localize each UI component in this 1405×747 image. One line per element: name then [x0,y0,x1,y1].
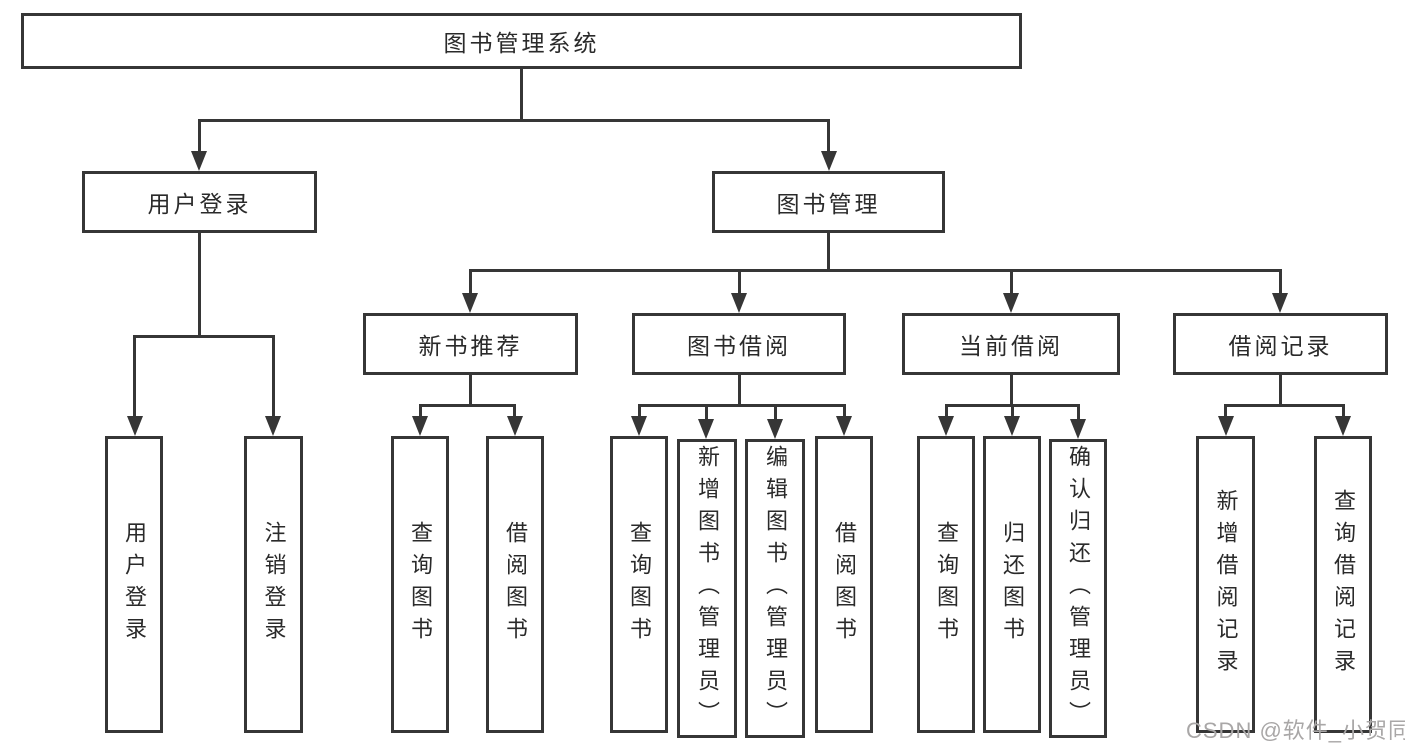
connector-current-drop-3 [1077,404,1080,420]
leaf-recommend-query-books: 查询图书 [391,436,449,733]
connector-root-drop-2 [827,119,830,152]
connector-recommend-rail [419,404,516,407]
csdn-watermark: CSDN @软件_小贺同学 [1186,718,1405,743]
arrow-book-management-icon [821,151,837,171]
node-borrowing-records: 借阅记录 [1173,313,1388,375]
arrow-new-book-recommend-icon [462,293,478,313]
connector-records-drop-2 [1342,404,1345,417]
arrow-user-login-icon [191,151,207,171]
leaf-records-add-record: 新增借阅记录 [1196,436,1255,733]
arrow-borrowing-edit-icon [767,419,783,439]
arrow-recommend-query-icon [412,416,428,436]
connector-recommend-drop-1 [419,404,422,417]
connector-bm-drop-2 [738,269,741,295]
connector-recommend-stem [469,375,472,404]
connector-root-stem [520,69,523,119]
node-new-book-recommend: 新书推荐 [363,313,578,375]
leaf-recommend-borrow-books: 借阅图书 [486,436,544,733]
connector-book-management-rail [469,269,1281,272]
arrow-current-confirm-icon [1070,419,1086,439]
leaf-user-login: 用户登录 [105,436,163,733]
leaf-current-confirm-return: 确认归还（管理员） [1049,439,1107,738]
connector-user-login-drop-1 [133,335,136,418]
connector-borrowing-drop-4 [843,404,846,417]
connector-bm-drop-4 [1279,269,1282,295]
connector-borrowing-drop-1 [638,404,641,417]
connector-recommend-drop-2 [513,404,516,417]
arrow-recommend-borrow-icon [507,416,523,436]
connector-records-stem [1279,375,1282,404]
connector-records-drop-1 [1224,404,1227,417]
arrow-borrowing-borrow-icon [836,416,852,436]
leaf-current-return-books: 归还图书 [983,436,1041,733]
leaf-borrowing-add-books: 新增图书（管理员） [677,439,737,738]
connector-bm-drop-1 [469,269,472,295]
leaf-logout: 注销登录 [244,436,303,733]
connector-borrowing-rail [638,404,846,407]
leaf-records-query-record: 查询借阅记录 [1314,436,1372,733]
connector-records-rail [1224,404,1345,407]
connector-current-drop-1 [945,404,948,417]
connector-root-drop-1 [198,119,201,152]
leaf-borrowing-query-books: 查询图书 [610,436,668,733]
leaf-current-query-books: 查询图书 [917,436,975,733]
leaf-borrowing-edit-books: 编辑图书（管理员） [745,439,805,738]
arrow-current-query-icon [938,416,954,436]
connector-borrowing-drop-3 [774,404,777,420]
arrow-records-add-icon [1218,416,1234,436]
leaf-borrowing-borrow-books: 借阅图书 [815,436,873,733]
connector-user-login-drop-2 [272,335,275,418]
arrow-current-return-icon [1004,416,1020,436]
arrow-borrowing-add-icon [698,419,714,439]
node-book-management: 图书管理 [712,171,945,233]
connector-borrowing-stem [738,375,741,404]
arrow-records-query-icon [1335,416,1351,436]
node-book-borrowing: 图书借阅 [632,313,846,375]
arrow-book-borrowing-icon [731,293,747,313]
connector-borrowing-drop-2 [705,404,708,420]
arrow-borrowing-records-icon [1272,293,1288,313]
connector-current-drop-2 [1011,404,1014,417]
connector-book-management-stem [827,233,830,269]
node-root: 图书管理系统 [21,13,1022,69]
arrow-borrowing-query-icon [631,416,647,436]
connector-current-stem [1010,375,1013,404]
connector-bm-drop-3 [1010,269,1013,295]
node-current-borrowing: 当前借阅 [902,313,1120,375]
connector-root-rail [198,119,830,122]
connector-user-login-stem [198,233,201,335]
connector-user-login-rail [133,335,275,338]
arrow-leaf-user-login-icon [127,416,143,436]
arrow-leaf-logout-icon [265,416,281,436]
node-user-login: 用户登录 [82,171,317,233]
arrow-current-borrowing-icon [1003,293,1019,313]
